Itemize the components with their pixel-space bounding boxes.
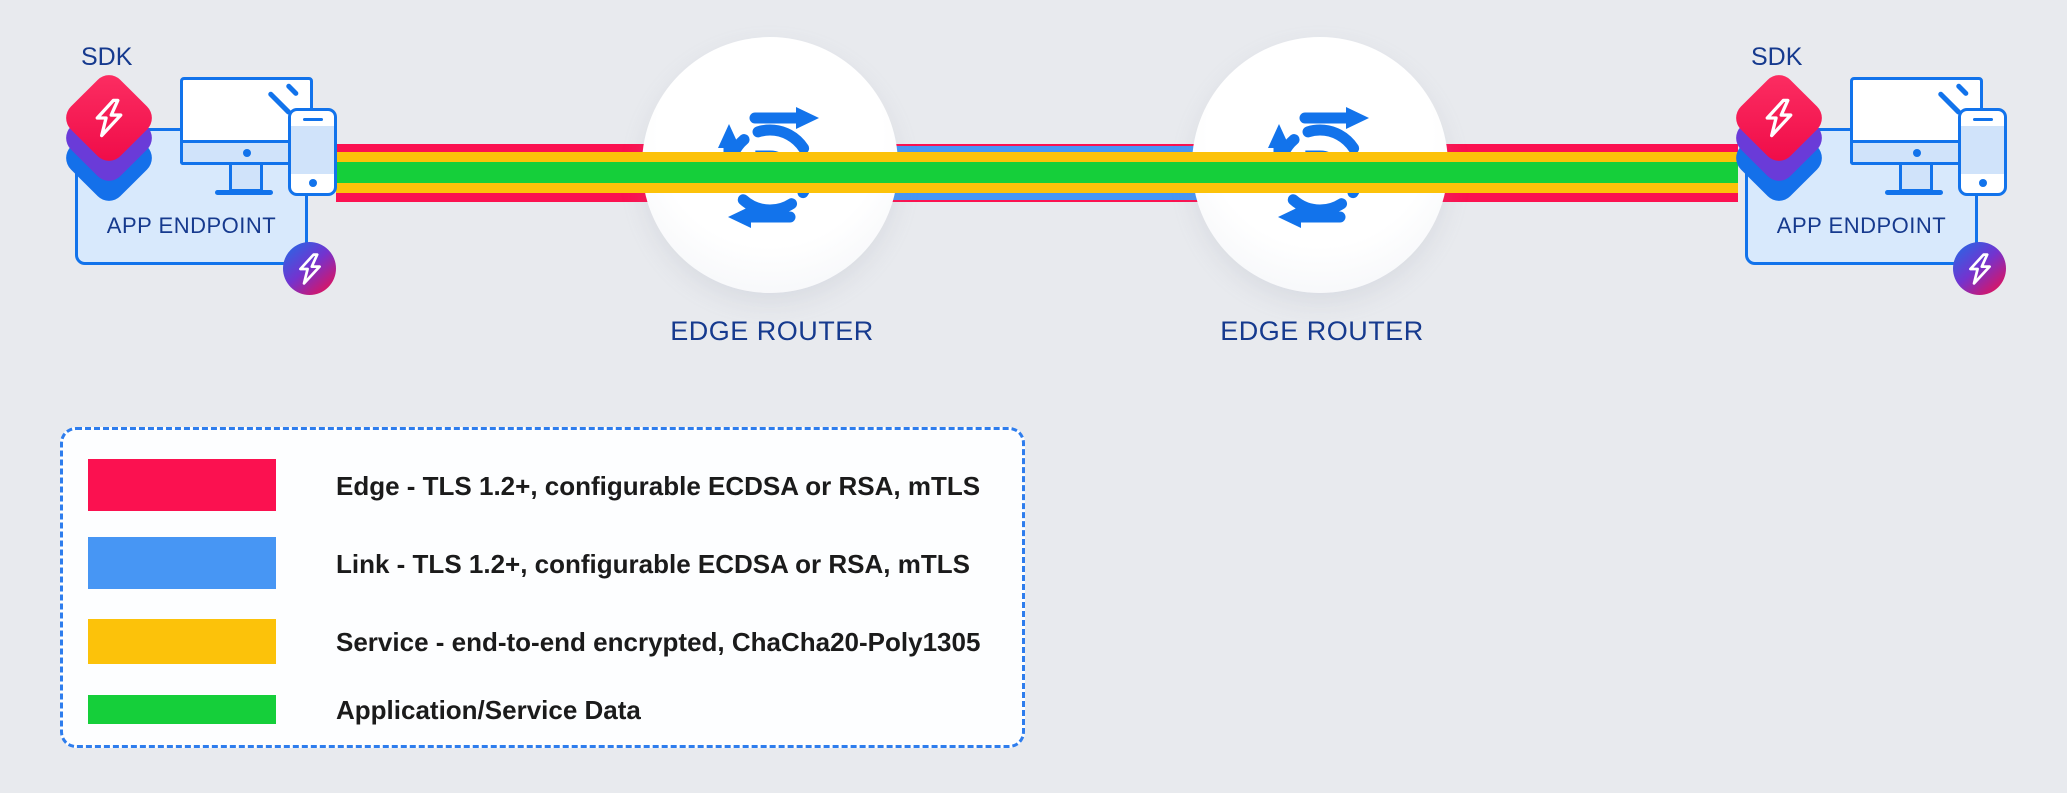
legend-panel: Edge - TLS 1.2+, configurable ECDSA or R…: [60, 427, 1025, 748]
phone-screen: [1961, 126, 2004, 174]
app-endpoint-label: APP ENDPOINT: [1776, 213, 1947, 238]
color-swatch: [88, 695, 276, 724]
color-swatch: [88, 537, 276, 589]
color-swatch: [88, 459, 276, 511]
lightning-bolt-icon: [95, 98, 123, 138]
data-band: [336, 162, 1738, 183]
lightning-bolt-icon: [1968, 252, 1991, 285]
phone-speaker: [302, 118, 323, 121]
phone-icon: [1958, 108, 2007, 196]
legend-item-label: Edge - TLS 1.2+, configurable ECDSA or R…: [336, 471, 981, 501]
sdk-layer-red: [1729, 68, 1829, 168]
legend-item-label: Application/Service Data: [336, 695, 641, 725]
sdk-layer-red: [59, 68, 159, 168]
app-endpoint-right: SDK: [1715, 35, 2015, 325]
monitor-base: [1885, 190, 1943, 195]
monitor-stand: [229, 165, 263, 192]
legend-item-label: Link - TLS 1.2+, configurable ECDSA or R…: [336, 549, 970, 579]
phone-speaker: [1972, 118, 1993, 121]
legend-item-label: Service - end-to-end encrypted, ChaCha20…: [336, 627, 981, 657]
app-endpoint-label: APP ENDPOINT: [106, 213, 277, 238]
edge-router-label: EDGE ROUTER: [1220, 316, 1424, 346]
edge-router-label: EDGE ROUTER: [670, 316, 874, 346]
lightning-bolt-icon: [298, 252, 321, 285]
ziti-badge-icon: [283, 242, 336, 295]
sdk-label: SDK: [81, 43, 133, 71]
monitor-dot: [242, 148, 251, 157]
phone-home-button: [1978, 179, 1987, 187]
phone-icon: [288, 108, 337, 196]
lightning-bolt-icon: [1765, 98, 1793, 138]
monitor-base: [215, 190, 273, 195]
app-endpoint-left: SDK: [45, 35, 345, 325]
monitor-dot: [1912, 148, 1921, 157]
sdk-label: SDK: [1751, 43, 1803, 71]
phone-home-button: [308, 179, 317, 187]
ziti-badge-icon: [1953, 242, 2006, 295]
monitor-stand: [1899, 165, 1933, 192]
phone-screen: [291, 126, 334, 174]
color-swatch: [88, 619, 276, 664]
